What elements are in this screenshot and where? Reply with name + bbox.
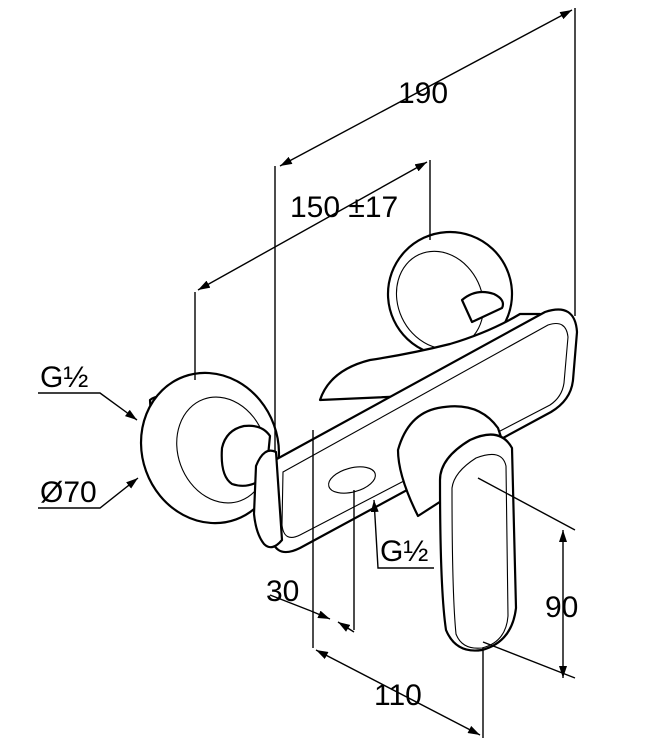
leader-g-outlet [370, 499, 434, 569]
dim-150-label: 150 ±17 [290, 191, 398, 224]
dim-110-label: 110 [374, 679, 422, 712]
dim-190-label: 190 [398, 77, 448, 110]
dim-line-110 [315, 649, 481, 736]
leader-lines [38, 392, 434, 569]
front-rosette [139, 371, 281, 525]
rosette-diameter-label: Ø70 [40, 476, 97, 509]
lever-handle [396, 405, 518, 652]
dim-30-label: 30 [266, 575, 299, 608]
dimension-lines [197, 9, 573, 736]
dim-line-150 [197, 161, 428, 291]
inlet-thread-label: G½ [40, 361, 88, 394]
outlet-thread-label: G½ [380, 535, 428, 568]
dim-line-30-left [269, 594, 312, 612]
leader-diameter [38, 477, 139, 509]
dim-90-label: 90 [545, 591, 578, 624]
leader-g-inlet [38, 392, 138, 421]
dim-line-190 [279, 9, 573, 167]
